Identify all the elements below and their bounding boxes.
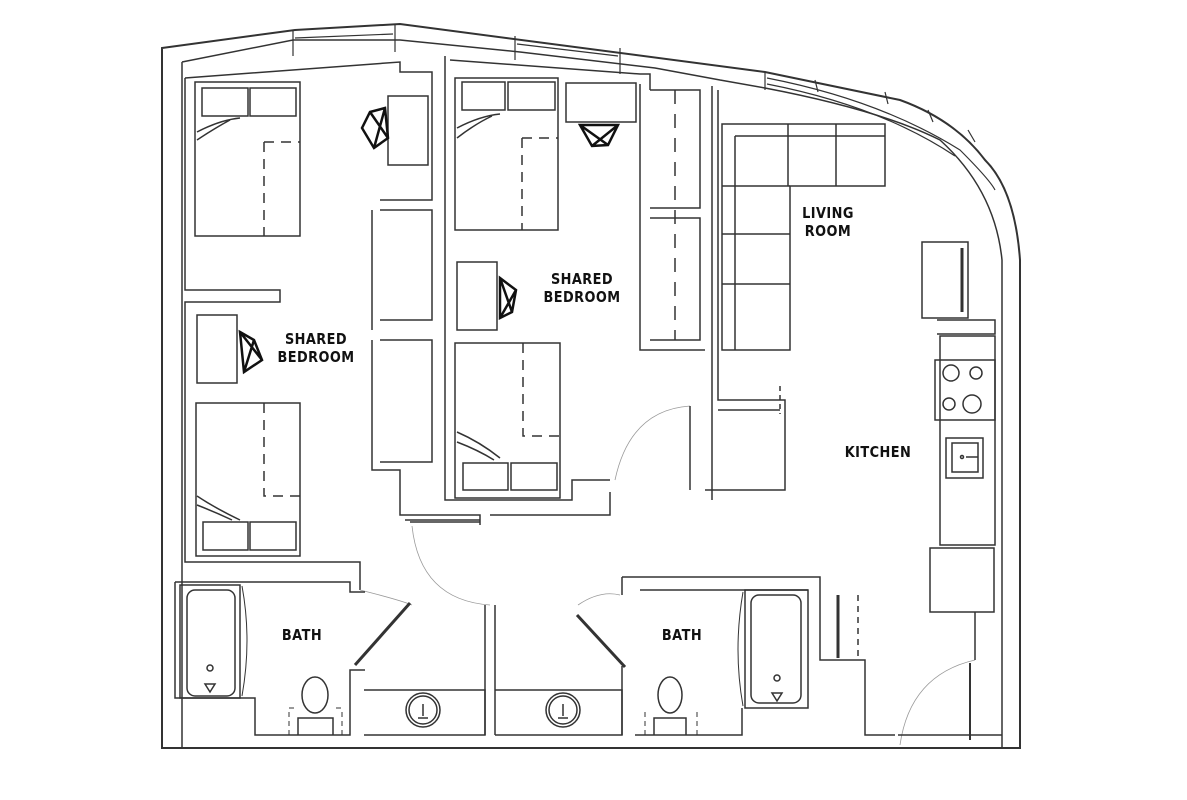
exterior-wall	[161, 22, 1021, 749]
bed	[194, 81, 301, 237]
room-label-line: BATH	[281, 626, 323, 644]
sofa	[721, 123, 886, 351]
bed	[454, 77, 559, 231]
chair	[238, 106, 621, 375]
door-leaf-bath-right	[575, 613, 627, 669]
room-label-line: BEDROOM	[277, 348, 355, 366]
room-label-line: KITCHEN	[844, 443, 912, 461]
kitchen-counter	[929, 335, 996, 660]
desk	[196, 82, 637, 384]
toilet	[288, 676, 343, 735]
door-leaf-bath-left	[353, 602, 412, 666]
toilet	[644, 676, 698, 735]
bath-left-walls	[174, 581, 623, 736]
room-label-bath-left: BATH	[274, 626, 329, 644]
bed	[454, 342, 561, 499]
bathtub	[737, 589, 809, 709]
bed	[195, 402, 301, 557]
room-label-living-room: LIVING ROOM	[795, 204, 860, 240]
room-label-line: ROOM	[804, 222, 852, 240]
room-label-shared-bedroom-center: SHARED BEDROOM	[539, 270, 625, 306]
wall-center-bedroom	[405, 56, 705, 521]
room-label-line: SHARED	[284, 330, 348, 348]
room-label-shared-bedroom-left: SHARED BEDROOM	[273, 330, 359, 366]
bathtub	[179, 584, 248, 699]
room-label-kitchen: KITCHEN	[838, 443, 917, 461]
wall-living	[705, 86, 786, 500]
wall-left-bedroom	[184, 61, 481, 590]
window	[292, 24, 996, 191]
room-label-line: LIVING	[802, 204, 854, 222]
tv-console	[921, 241, 996, 335]
room-label-line: SHARED	[550, 270, 614, 288]
sink	[405, 692, 581, 728]
room-label-bath-right: BATH	[654, 626, 709, 644]
room-label-line: BEDROOM	[543, 288, 621, 306]
room-label-line: BATH	[661, 626, 703, 644]
bath-right-walls	[621, 576, 1002, 736]
